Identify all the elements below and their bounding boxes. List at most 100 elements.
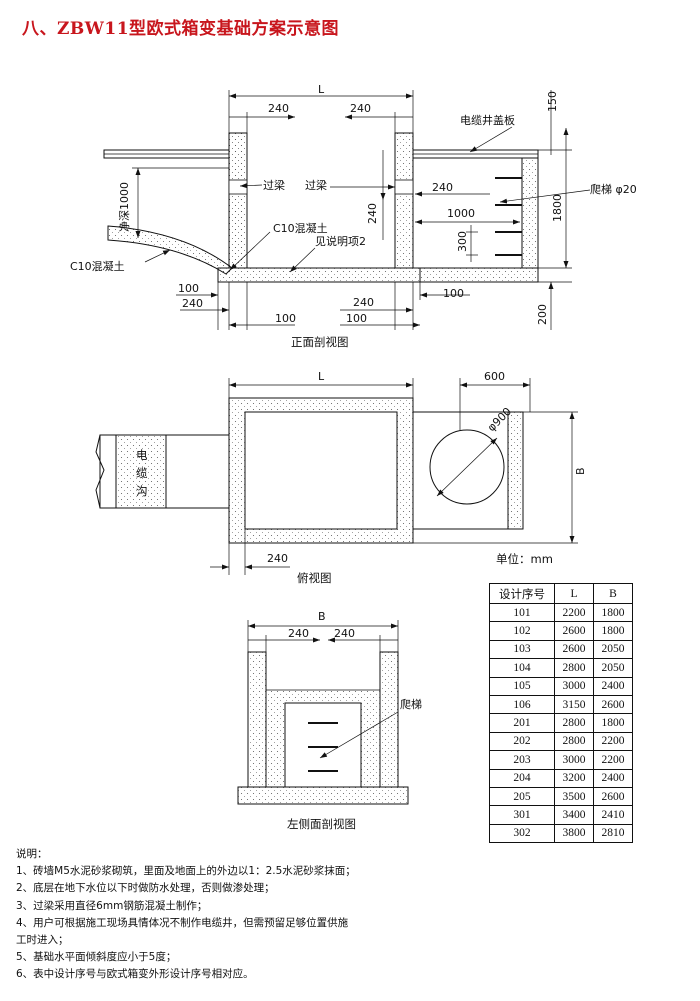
top-dim-240: 240 [267, 552, 288, 565]
notes-heading: 说明： [16, 848, 48, 860]
front-dim-240-right: 240 [350, 102, 371, 115]
front-dim-100-c: 100 [275, 312, 296, 325]
table-header-L: L [554, 583, 594, 604]
table-cell-B: 2200 [593, 750, 633, 770]
top-dim-B: B [574, 467, 587, 475]
table-cell-design-no: 205 [489, 786, 555, 807]
front-ladder-label: 爬梯 φ20 [590, 183, 637, 196]
table-cell-B: 2600 [593, 786, 633, 807]
front-cover-label: 电缆井盖板 [460, 113, 515, 127]
table-header-row: 设计序号 L B [489, 583, 633, 604]
table-cell-B: 2810 [593, 823, 633, 844]
table-cell-design-no: 302 [489, 823, 555, 844]
side-dim-240-left: 240 [288, 627, 309, 640]
front-dim-100-f: 100 [443, 287, 464, 300]
table-cell-B: 2400 [593, 676, 633, 696]
table-cell-L: 2800 [554, 658, 594, 678]
front-dim-200: 200 [536, 304, 549, 325]
table-cell-B: 1800 [593, 602, 633, 623]
table-cell-B: 2600 [593, 694, 633, 715]
note-item: 5、基础水平面倾斜度应小于5度； [16, 951, 177, 964]
front-concrete-left: C10混凝土 [70, 259, 125, 273]
front-dim-100-a: 100 [178, 282, 199, 295]
table-cell-L: 2600 [554, 621, 594, 641]
table-cell-L: 2600 [554, 639, 594, 660]
table-cell-design-no: 105 [489, 676, 555, 696]
table-cell-design-no: 201 [489, 713, 555, 733]
front-dim-L: L [318, 83, 325, 96]
table-cell-B: 1800 [593, 621, 633, 641]
table-cell-B: 2050 [593, 658, 633, 678]
note-item: 3、过梁采用直径6mm钢筋混凝土制作； [16, 899, 208, 912]
top-view: L 600 φ900 B 240 电 缆 沟 单位：mm 俯视图 [95, 370, 587, 585]
table-cell-B: 1800 [593, 713, 633, 733]
unit-label: 单位：mm [496, 552, 553, 566]
trench-label-1: 电 [136, 448, 148, 462]
table-cell-B: 2410 [593, 805, 633, 825]
table-header-design-no: 设计序号 [489, 583, 555, 604]
front-dim-300: 300 [456, 231, 469, 252]
table-cell-design-no: 101 [489, 602, 555, 623]
table-cell-design-no: 102 [489, 621, 555, 641]
side-caption: 左侧面剖视图 [287, 817, 356, 831]
side-dim-240-right: 240 [334, 627, 355, 640]
table-cell-L: 3400 [554, 805, 594, 825]
table-cell-B: 2200 [593, 731, 633, 752]
page-title: 八、ZBW11型欧式箱变基础方案示意图 [22, 19, 340, 39]
side-ladder-label: 爬梯 [400, 698, 422, 711]
front-depth-label: 净深1000 [117, 182, 131, 232]
table-cell-L: 3000 [554, 750, 594, 770]
front-dim-240-b: 240 [182, 297, 203, 310]
notes-section: 说明：1、砖墙M5水泥砂浆砌筑，里面及地面上的外边以1：2.5水泥砂浆抹面；2、… [16, 846, 356, 984]
note-item: 1、砖墙M5水泥砂浆砌筑，里面及地面上的外边以1：2.5水泥砂浆抹面； [16, 865, 356, 878]
front-dim-240-e: 240 [353, 296, 374, 309]
table-cell-L: 2800 [554, 731, 594, 752]
top-dim-L: L [318, 370, 325, 383]
front-dim-240-mid: 240 [432, 181, 453, 194]
table-cell-design-no: 104 [489, 658, 555, 678]
front-concrete-top: C10混凝土 [273, 221, 328, 235]
note-item: 工时进入； [16, 934, 69, 947]
table-cell-design-no: 202 [489, 731, 555, 752]
table-cell-L: 2200 [554, 602, 594, 623]
front-dim-1000: 1000 [447, 207, 475, 220]
table-cell-L: 3200 [554, 768, 594, 788]
top-caption: 俯视图 [297, 571, 332, 585]
note-item: 4、用户可根据施工现场具情体况不制作电缆井，但需预留足够位置供施 [16, 916, 349, 929]
table-cell-design-no: 204 [489, 768, 555, 788]
table-header-B: B [593, 583, 633, 604]
front-dim-1800: 1800 [551, 194, 564, 222]
table-cell-design-no: 203 [489, 750, 555, 770]
front-section-view: L 240 240 150 1800 200 240 1000 240 300 … [70, 83, 637, 349]
table-cell-design-no: 103 [489, 639, 555, 660]
front-beam-left: 过梁 [263, 178, 285, 192]
table-cell-L: 3500 [554, 786, 594, 807]
front-dim-240-left: 240 [268, 102, 289, 115]
trench-label-2: 缆 [136, 466, 148, 480]
front-note-ref: 见说明项2 [315, 234, 366, 248]
table-cell-L: 2800 [554, 713, 594, 733]
table-cell-L: 3150 [554, 694, 594, 715]
front-dim-150: 150 [546, 91, 559, 112]
table-cell-B: 2050 [593, 639, 633, 660]
table-cell-design-no: 106 [489, 694, 555, 715]
table-cell-B: 2400 [593, 768, 633, 788]
trench-label-3: 沟 [136, 484, 148, 498]
side-dim-B: B [318, 610, 326, 623]
front-dim-100-d: 100 [346, 312, 367, 325]
front-caption: 正面剖视图 [291, 335, 349, 349]
